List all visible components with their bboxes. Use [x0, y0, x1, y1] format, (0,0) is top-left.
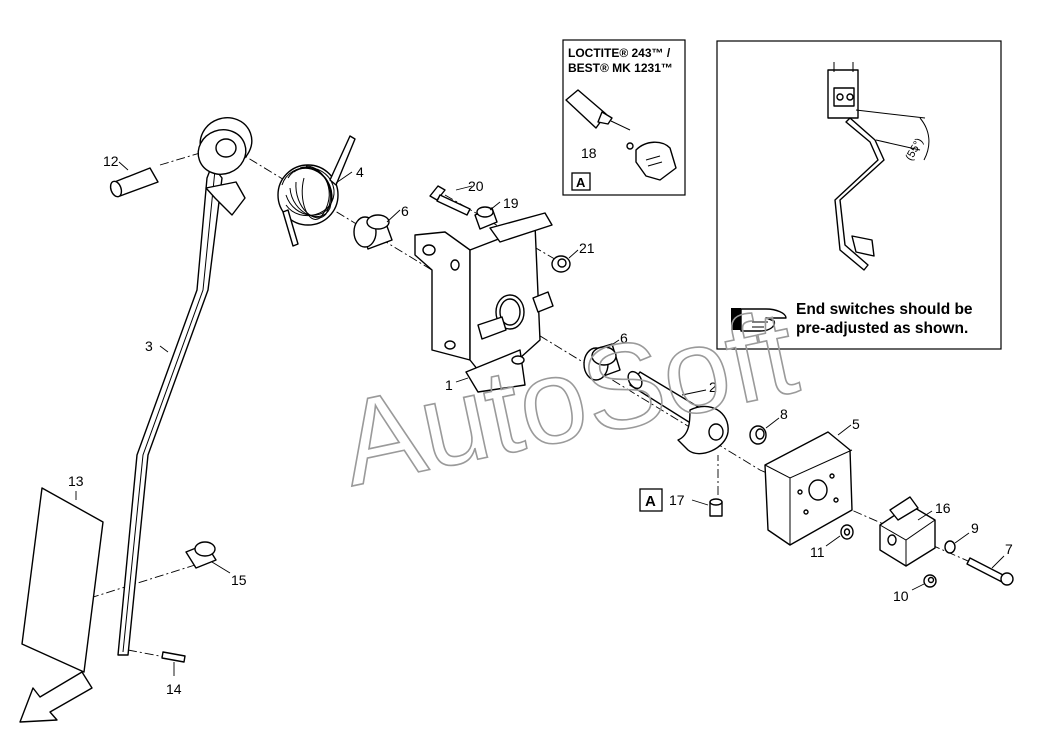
inset-note-line-1: End switches should be	[796, 301, 973, 318]
label-4: 4	[356, 164, 364, 180]
label-19: 19	[503, 195, 519, 211]
loctite-tag-a: A	[576, 175, 586, 190]
watermark: AutoSoft	[329, 285, 807, 512]
label-9: 9	[971, 520, 979, 536]
pivot-shaft-part	[627, 370, 729, 455]
label-5: 5	[852, 416, 860, 432]
label-2: 2	[709, 379, 717, 395]
label-6-upper: 6	[401, 203, 409, 219]
loctite-box: LOCTITE® 243™ / BEST® MK 1231™ 18 A	[562, 39, 686, 196]
adjustment-inset: (55°) End switches should be pre-adjuste…	[716, 40, 1002, 350]
bolt-part	[429, 185, 471, 216]
label-6-lower: 6	[620, 330, 628, 346]
inset-note-line-2: pre-adjusted as shown.	[796, 320, 968, 337]
label-1: 1	[445, 377, 453, 393]
label-7: 7	[1005, 541, 1013, 557]
label-16: 16	[935, 500, 951, 516]
label-17: 17	[669, 492, 685, 508]
loctite-line-1: LOCTITE® 243™ /	[568, 46, 671, 60]
bushing-lower-part	[583, 343, 621, 381]
label-20: 20	[468, 178, 484, 194]
label-15: 15	[231, 572, 247, 588]
label-21: 21	[579, 240, 595, 256]
label-3: 3	[145, 338, 153, 354]
pointing-hand-icon	[731, 308, 787, 332]
part-number-labels: 12 4 6 20 19 21 6 3 1 2 5 8 17 11 16 9 7…	[68, 153, 1013, 697]
label-18: 18	[581, 145, 597, 161]
spacer-part	[474, 206, 498, 230]
label-14: 14	[166, 681, 182, 697]
glue-bottle-icon	[565, 89, 677, 181]
screw-7-part	[966, 557, 1014, 586]
end-switch-part	[879, 496, 936, 567]
switch-cover-part	[764, 431, 853, 546]
torsion-spring-part	[277, 135, 356, 247]
nut-8-part	[749, 425, 767, 445]
pedal-lever-part	[117, 117, 253, 656]
leader-lines	[75, 161, 1005, 676]
inset-pedal-drawing	[827, 62, 930, 271]
screw-17-part	[709, 498, 723, 517]
label-13: 13	[68, 473, 84, 489]
nut-10-part	[923, 574, 937, 588]
washer-9-part	[944, 540, 956, 554]
tag-a-17-text: A	[645, 493, 656, 510]
pedal-pad-part	[21, 487, 104, 673]
nut-21-part	[551, 255, 571, 273]
label-10: 10	[893, 588, 909, 604]
bushing-upper-part	[353, 214, 393, 250]
bolt-15-part	[185, 541, 217, 569]
label-8: 8	[780, 406, 788, 422]
front-direction-arrow-icon	[19, 671, 93, 723]
pin-14-part	[161, 651, 186, 663]
label-12: 12	[103, 153, 119, 169]
loctite-line-2: BEST® MK 1231™	[568, 61, 673, 75]
label-11: 11	[810, 544, 825, 560]
roll-pin-part	[109, 167, 159, 198]
tag-a-17: A	[639, 488, 663, 512]
washer-11-part	[840, 524, 854, 540]
bracket-part	[414, 212, 554, 393]
